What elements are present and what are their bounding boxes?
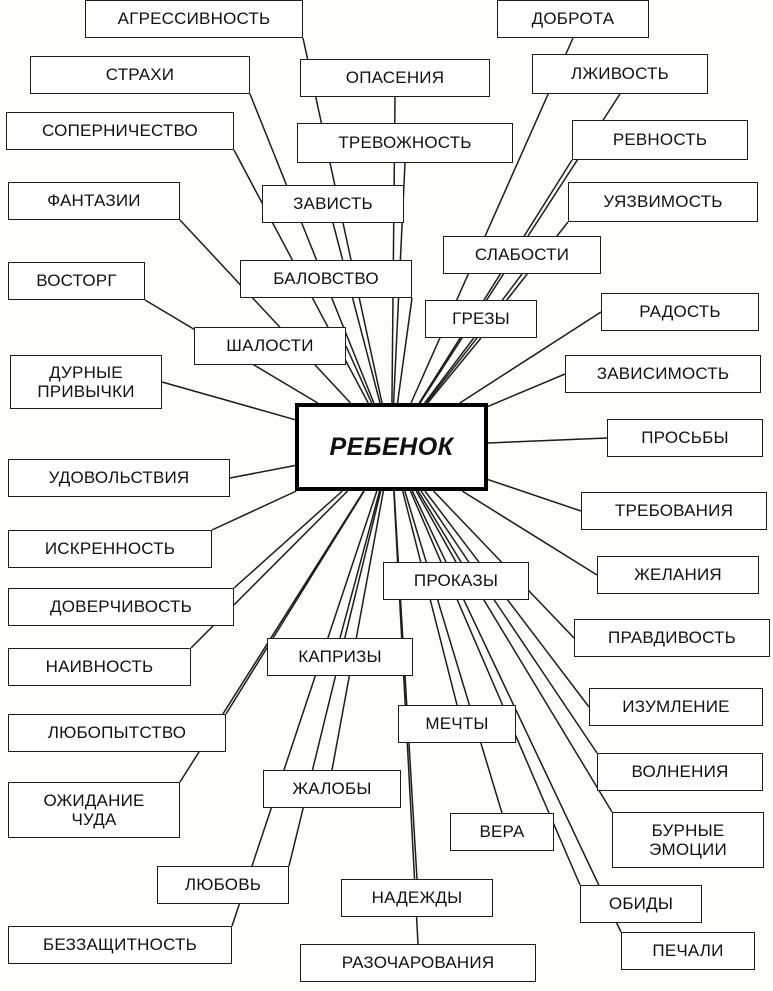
connector-line xyxy=(415,490,457,563)
node-проказы[interactable]: ПРОКАЗЫ xyxy=(383,562,529,600)
connector-line xyxy=(225,490,365,715)
node-изумление[interactable]: ИЗУМЛЕНИЕ xyxy=(589,688,763,726)
node-печали[interactable]: ПЕЧАЛИ xyxy=(621,932,755,970)
node-лживость[interactable]: ЛЖИВОСТЬ xyxy=(532,54,708,94)
node-радость[interactable]: РАДОСТЬ xyxy=(601,293,759,331)
connector-line xyxy=(418,159,573,404)
connector-line xyxy=(417,490,613,813)
node-дурные-привычки[interactable]: ДУРНЫЕ ПРИВЫЧКИ xyxy=(10,355,162,409)
node-тревожность[interactable]: ТРЕВОЖНОСТЬ xyxy=(297,123,513,163)
node-любопытство[interactable]: ЛЮБОПЫТСТВО xyxy=(8,714,226,752)
node-искренность[interactable]: ИСКРЕННОСТЬ xyxy=(8,530,212,568)
node-зависимость[interactable]: ЗАВИСИМОСТЬ xyxy=(565,355,761,393)
connector-line xyxy=(404,490,503,814)
connector-line xyxy=(161,381,296,421)
connector-line xyxy=(249,93,375,404)
connector-line xyxy=(487,437,608,444)
node-фантазии[interactable]: ФАНТАЗИИ xyxy=(8,182,180,220)
connector-line xyxy=(332,222,381,404)
connector-line xyxy=(424,273,523,404)
node-жалобы[interactable]: ЖАЛОБЫ xyxy=(263,770,401,808)
node-бурные-эмоции[interactable]: БУРНЫЕ ЭМОЦИИ xyxy=(612,812,764,868)
node-баловство[interactable]: БАЛОВСТВО xyxy=(240,260,412,298)
center-node-child[interactable]: РЕБЕНОК xyxy=(295,403,488,491)
node-надежды[interactable]: НАДЕЖДЫ xyxy=(341,879,493,917)
node-правдивость[interactable]: ПРАВДИВОСТЬ xyxy=(574,619,770,657)
connector-line xyxy=(211,490,297,531)
connector-line xyxy=(427,337,482,404)
connector-line xyxy=(331,490,385,771)
node-удовольствия[interactable]: УДОВОЛЬСТВИЯ xyxy=(8,459,230,497)
connector-line xyxy=(487,373,566,408)
node-ревность[interactable]: РЕВНОСТЬ xyxy=(572,120,748,160)
node-зависть[interactable]: ЗАВИСТЬ xyxy=(262,185,404,223)
node-доброта[interactable]: ДОБРОТА xyxy=(497,0,649,38)
node-ожидание-чуда[interactable]: ОЖИДАНИЕ ЧУДА xyxy=(8,782,180,838)
node-просьбы[interactable]: ПРОСЬБЫ xyxy=(607,419,763,457)
node-обиды[interactable]: ОБИДЫ xyxy=(580,885,702,923)
connector-line xyxy=(339,490,381,639)
connector-line xyxy=(410,37,574,404)
connector-line xyxy=(396,297,413,404)
node-мечты[interactable]: МЕЧТЫ xyxy=(398,705,516,743)
connector-line xyxy=(233,490,343,589)
node-требования[interactable]: ТРЕБОВАНИЯ xyxy=(581,492,767,530)
node-любовь[interactable]: ЛЮБОВЬ xyxy=(157,866,289,904)
connector-line xyxy=(288,490,382,867)
node-вера[interactable]: ВЕРА xyxy=(450,813,554,851)
node-шалости[interactable]: ШАЛОСТИ xyxy=(194,327,346,365)
connector-line xyxy=(487,478,582,512)
connector-line xyxy=(179,219,352,404)
connector-line xyxy=(231,490,378,927)
node-доверчивость[interactable]: ДОВЕРЧИВОСТЬ xyxy=(8,588,234,626)
connector-line xyxy=(461,490,598,576)
connector-line xyxy=(345,345,373,404)
node-опасения[interactable]: ОПАСЕНИЯ xyxy=(300,59,490,97)
node-разочарования[interactable]: РАЗОЧАРОВАНИЯ xyxy=(300,944,536,982)
node-соперничество[interactable]: СОПЕРНИЧЕСТВО xyxy=(6,112,234,150)
node-страхи[interactable]: СТРАХИ xyxy=(30,56,250,94)
node-агрессивность[interactable]: АГРЕССИВНОСТЬ xyxy=(85,0,303,38)
node-слабости[interactable]: СЛАБОСТИ xyxy=(443,236,601,274)
node-уязвимость[interactable]: УЯЗВИМОСТЬ xyxy=(568,182,758,222)
node-беззащитность[interactable]: БЕЗЗАЩИТНОСТЬ xyxy=(8,926,232,964)
node-желания[interactable]: ЖЕЛАНИЯ xyxy=(597,556,759,594)
connector-line xyxy=(459,311,602,404)
node-восторг[interactable]: ВОСТОРГ xyxy=(8,262,145,300)
connector-line xyxy=(229,464,296,479)
node-грезы[interactable]: ГРЕЗЫ xyxy=(425,300,537,338)
connector-line xyxy=(420,490,598,754)
node-капризы[interactable]: КАПРИЗЫ xyxy=(267,638,413,676)
node-волнения[interactable]: ВОЛНЕНИЯ xyxy=(597,753,763,791)
node-наивность[interactable]: НАИВНОСТЬ xyxy=(8,648,191,686)
